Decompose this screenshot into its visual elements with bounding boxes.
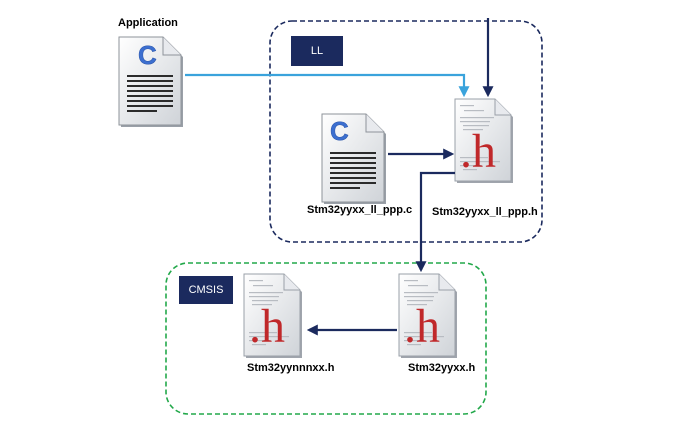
svg-text:.h: .h bbox=[404, 300, 440, 353]
ll-group-tag: LL bbox=[291, 36, 343, 66]
svg-text:.h: .h bbox=[460, 125, 496, 178]
ll-ppp-c-source-file-icon: C bbox=[321, 113, 387, 205]
ll-ppp-h-header-file-icon: .h bbox=[454, 98, 514, 184]
arrow-ll-ppp-h-to-yyxx-h bbox=[415, 171, 455, 273]
yynnnxx-h-label: Stm32yynnnxx.h bbox=[247, 362, 335, 374]
ll-ppp-c-label: Stm32yyxx_ll_ppp.c bbox=[307, 204, 413, 216]
cmsis-group-box bbox=[165, 262, 487, 415]
yynnnxx-h-header-file-icon: .h bbox=[243, 273, 303, 359]
svg-text:C: C bbox=[138, 40, 157, 70]
svg-text:.h: .h bbox=[249, 300, 285, 353]
ll-group-box bbox=[269, 20, 543, 243]
yyxx-h-label: Stm32yyxx.h bbox=[408, 362, 476, 374]
yyxx-h-header-file-icon: .h bbox=[398, 273, 458, 359]
svg-text:C: C bbox=[330, 116, 349, 146]
application-label: Application bbox=[118, 17, 178, 29]
cmsis-group-tag: CMSIS bbox=[179, 276, 233, 304]
ll-ppp-h-label: Stm32yyxx_ll_ppp.h bbox=[432, 206, 538, 218]
arrow-application-to-ll-ppp-h bbox=[185, 73, 470, 98]
application-c-source-file-icon: C bbox=[118, 36, 184, 128]
